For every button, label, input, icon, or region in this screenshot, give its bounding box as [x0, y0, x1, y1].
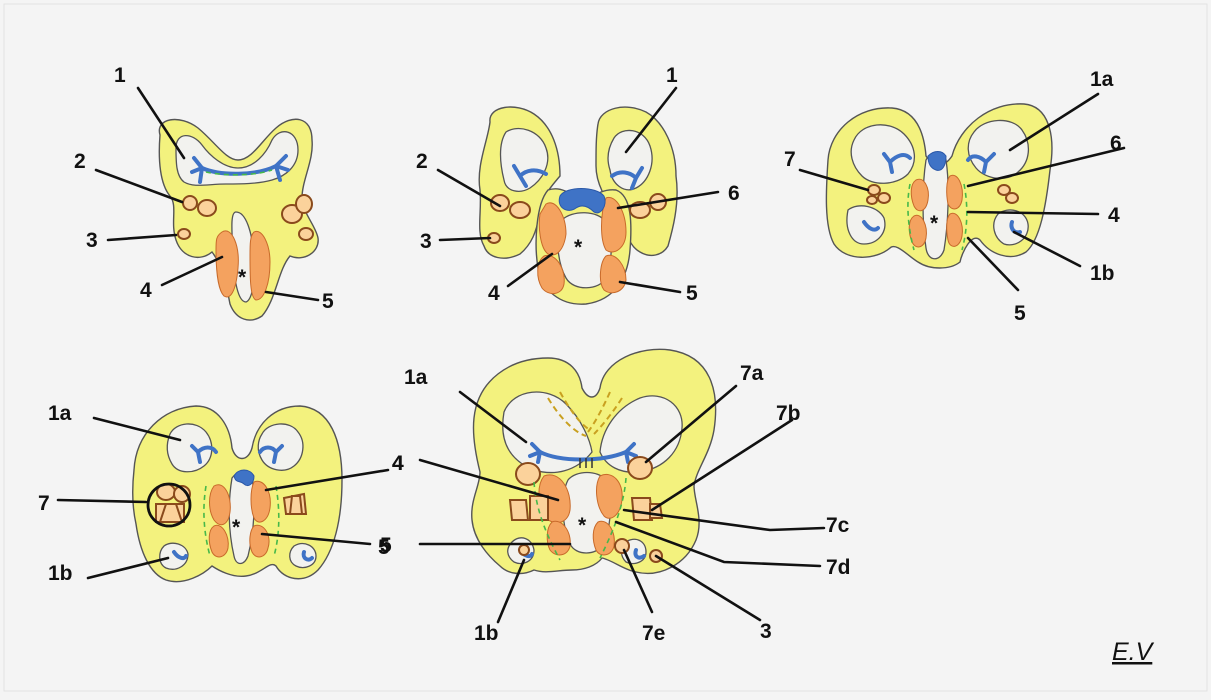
label-5: 5: [380, 534, 392, 557]
label-7b: 7b: [776, 402, 801, 425]
label-5: 5: [1014, 302, 1026, 325]
label-7: 7: [784, 148, 796, 171]
label-7: 7: [38, 492, 50, 515]
label-1: 1: [114, 64, 126, 87]
label-1b: 1b: [1090, 262, 1115, 285]
midline-asterisk: *: [238, 266, 247, 289]
label-6: 6: [1110, 132, 1122, 155]
label-7e: 7e: [642, 622, 665, 645]
label-5: 5: [322, 290, 334, 313]
author-signature: E.V: [1112, 638, 1155, 666]
label-2: 2: [74, 150, 86, 173]
midline-asterisk: *: [578, 514, 587, 537]
label-1b: 1b: [48, 562, 73, 585]
label-7d: 7d: [826, 556, 851, 579]
label-1a: 1a: [48, 402, 72, 425]
label-1b: 1b: [474, 622, 499, 645]
label-7c: 7c: [826, 514, 850, 537]
label-5: 5: [686, 282, 698, 305]
midline-asterisk: *: [574, 236, 583, 259]
label-2: 2: [416, 150, 428, 173]
label-1a: 1a: [404, 366, 428, 389]
midline-asterisk: *: [232, 516, 241, 539]
label-1: 1: [666, 64, 678, 87]
label-4: 4: [488, 282, 500, 305]
label-4: 4: [140, 279, 152, 302]
label-7a: 7a: [740, 362, 764, 385]
label-3: 3: [420, 230, 432, 253]
label-6: 6: [728, 182, 740, 205]
label-3: 3: [760, 620, 772, 643]
label-3: 3: [86, 229, 98, 252]
label-4: 4: [392, 452, 404, 475]
midline-asterisk: *: [930, 212, 939, 235]
label-1a: 1a: [1090, 68, 1114, 91]
label-4: 4: [1108, 204, 1120, 227]
